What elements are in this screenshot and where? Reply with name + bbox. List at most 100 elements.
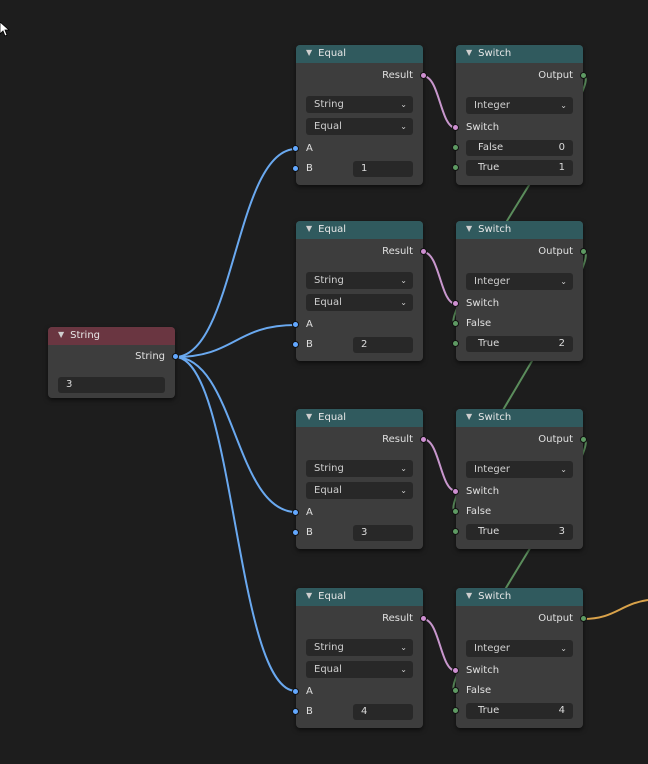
equal-b-field[interactable]: 4: [353, 704, 413, 720]
switch-node-4[interactable]: ▼Switch Output Integer ⌄ Switch False Tr…: [452, 588, 587, 728]
switch-type-dropdown[interactable]: Integer ⌄: [466, 640, 573, 657]
switch-node-title: Switch: [478, 224, 512, 235]
equal-b-field[interactable]: 3: [353, 525, 413, 541]
switch-switch-socket[interactable]: [452, 667, 459, 674]
equal-result-socket[interactable]: [420, 248, 427, 255]
equal-b-socket[interactable]: [292, 708, 299, 715]
switch-node-1[interactable]: ▼Switch Output Integer ⌄ Switch False 0 …: [452, 45, 587, 185]
equal-type-dropdown[interactable]: String ⌄: [306, 639, 413, 656]
switch-node-2[interactable]: ▼Switch Output Integer ⌄ Switch False Tr…: [452, 221, 587, 361]
switch-true-label: True: [478, 705, 500, 716]
string-output-socket[interactable]: [172, 353, 179, 360]
switch-type-dropdown[interactable]: Integer ⌄: [466, 273, 573, 290]
switch-switch-socket[interactable]: [452, 300, 459, 307]
equal-node-title: Equal: [318, 591, 347, 602]
switch-type-dropdown[interactable]: Integer ⌄: [466, 97, 573, 114]
string-value-field[interactable]: 3: [58, 377, 165, 393]
chevron-down-icon: ⌄: [560, 465, 567, 474]
equal-node-1[interactable]: ▼Equal Result String ⌄ Equal ⌄ A B 1: [292, 45, 427, 185]
switch-output-socket[interactable]: [580, 436, 587, 443]
equal-a-socket[interactable]: [292, 145, 299, 152]
switch-node-3[interactable]: ▼Switch Output Integer ⌄ Switch False Tr…: [452, 409, 587, 549]
equal-type-dropdown[interactable]: String ⌄: [306, 96, 413, 113]
switch-type-dropdown[interactable]: Integer ⌄: [466, 461, 573, 478]
switch-node-header[interactable]: ▼ Switch: [456, 221, 583, 239]
chevron-down-icon[interactable]: ▼: [306, 48, 313, 57]
equal-node-3[interactable]: ▼Equal Result String ⌄ Equal ⌄ A B 3: [292, 409, 427, 549]
chevron-down-icon[interactable]: ▼: [306, 591, 313, 600]
equal-mode-dropdown[interactable]: Equal ⌄: [306, 118, 413, 135]
equal-node-header[interactable]: ▼Equal: [296, 221, 423, 239]
switch-false-label: False: [466, 318, 492, 329]
link-output-1-to-false-2: [452, 75, 587, 325]
link-output-3-to-false-4: [452, 438, 587, 692]
switch-true-field[interactable]: True 1: [466, 160, 573, 176]
switch-true-socket[interactable]: [452, 340, 459, 347]
switch-true-field[interactable]: True 2: [466, 336, 573, 352]
switch-true-field[interactable]: True 4: [466, 703, 573, 719]
equal-mode-dropdown[interactable]: Equal ⌄: [306, 482, 413, 499]
switch-true-socket[interactable]: [452, 707, 459, 714]
switch-node-title: Switch: [478, 48, 512, 59]
link-result-to-switch-3: [422, 438, 457, 492]
switch-output-socket[interactable]: [580, 72, 587, 79]
equal-b-field[interactable]: 1: [353, 161, 413, 177]
equal-type-value: String: [314, 275, 344, 286]
switch-false-socket[interactable]: [452, 508, 459, 515]
equal-a-socket[interactable]: [292, 688, 299, 695]
chevron-down-icon[interactable]: ▼: [58, 330, 65, 339]
switch-false-socket[interactable]: [452, 687, 459, 694]
equal-type-dropdown[interactable]: String ⌄: [306, 272, 413, 289]
equal-mode-value: Equal: [314, 485, 342, 496]
equal-b-socket[interactable]: [292, 165, 299, 172]
switch-switch-row: Switch: [452, 120, 583, 136]
switch-type-value: Integer: [474, 100, 510, 111]
equal-b-socket[interactable]: [292, 529, 299, 536]
switch-true-row: [452, 703, 583, 719]
equal-a-socket[interactable]: [292, 509, 299, 516]
switch-false-socket[interactable]: [452, 320, 459, 327]
switch-false-socket[interactable]: [452, 144, 459, 151]
switch-true-socket[interactable]: [452, 528, 459, 535]
switch-switch-socket[interactable]: [452, 488, 459, 495]
equal-b-socket[interactable]: [292, 341, 299, 348]
equal-node-header[interactable]: ▼Equal: [296, 45, 423, 63]
switch-output-socket[interactable]: [580, 248, 587, 255]
chevron-down-icon[interactable]: ▼: [466, 48, 473, 57]
switch-true-field[interactable]: True 3: [466, 524, 573, 540]
string-node[interactable]: ▼ String String 3: [48, 327, 179, 398]
switch-output-socket[interactable]: [580, 615, 587, 622]
equal-a-socket[interactable]: [292, 321, 299, 328]
equal-mode-dropdown[interactable]: Equal ⌄: [306, 661, 413, 678]
equal-result-socket[interactable]: [420, 615, 427, 622]
chevron-down-icon[interactable]: ▼: [466, 224, 473, 233]
string-node-title: String: [70, 330, 100, 341]
equal-node-2[interactable]: ▼Equal Result String ⌄ Equal ⌄ A B 2: [292, 221, 427, 361]
chevron-down-icon[interactable]: ▼: [466, 412, 473, 421]
switch-node-header[interactable]: ▼Switch: [456, 409, 583, 427]
equal-result-label: Result: [382, 613, 413, 624]
equal-mode-dropdown[interactable]: Equal ⌄: [306, 294, 413, 311]
switch-true-row: [452, 524, 583, 540]
equal-node-header[interactable]: ▼Equal: [296, 409, 423, 427]
equal-result-socket[interactable]: [420, 72, 427, 79]
chevron-down-icon[interactable]: ▼: [306, 412, 313, 421]
equal-type-dropdown[interactable]: String ⌄: [306, 460, 413, 477]
switch-true-row: [452, 160, 583, 176]
equal-b-field[interactable]: 2: [353, 337, 413, 353]
link-string-to-equal-4-a: [174, 356, 297, 692]
switch-node-header[interactable]: ▼ Switch: [456, 45, 583, 63]
switch-true-socket[interactable]: [452, 164, 459, 171]
equal-result-socket[interactable]: [420, 436, 427, 443]
equal-node-4[interactable]: ▼Equal Result String ⌄ Equal ⌄ A B 4: [292, 588, 427, 728]
chevron-down-icon: ⌄: [400, 665, 407, 674]
equal-node-header[interactable]: ▼ Equal: [296, 588, 423, 606]
switch-node-header[interactable]: ▼Switch: [456, 588, 583, 606]
chevron-down-icon[interactable]: ▼: [466, 591, 473, 600]
switch-false-row: False: [452, 504, 583, 520]
string-node-header[interactable]: ▼ String: [48, 327, 175, 345]
switch-false-field[interactable]: False 0: [466, 140, 573, 156]
switch-switch-socket[interactable]: [452, 124, 459, 131]
chevron-down-icon[interactable]: ▼: [306, 224, 313, 233]
